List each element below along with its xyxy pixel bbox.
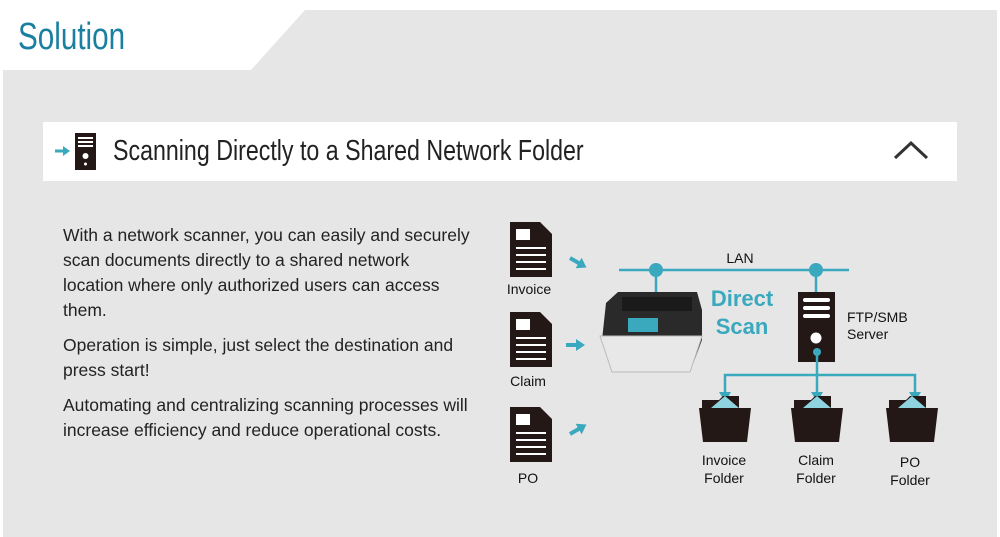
arrow-icon <box>564 337 587 353</box>
title-tab-background <box>250 10 997 71</box>
folder-label: Invoice <box>702 452 747 468</box>
po-document-icon <box>510 407 552 462</box>
folder-label: Folder <box>796 470 836 486</box>
accordion-title: Scanning Directly to a Shared Network Fo… <box>113 135 584 167</box>
scan-to-server-icon <box>55 133 96 170</box>
direct-scan-label: Scan <box>716 314 769 339</box>
invoice-document-icon <box>510 222 552 277</box>
accordion-header[interactable]: Scanning Directly to a Shared Network Fo… <box>43 122 957 181</box>
paragraph: With a network scanner, you can easily a… <box>63 225 470 320</box>
server-icon <box>798 292 835 362</box>
lan-label: LAN <box>726 250 753 266</box>
chevron-up-icon[interactable] <box>893 138 929 162</box>
claim-document-icon <box>510 312 552 367</box>
document-label: Claim <box>510 373 546 389</box>
document-label: PO <box>518 470 538 486</box>
description: With a network scanner, you can easily a… <box>63 223 473 453</box>
arrow-icon <box>565 250 592 275</box>
scanner-icon <box>599 292 703 373</box>
document-label: Invoice <box>507 281 552 297</box>
folder-label: Folder <box>890 472 930 488</box>
claim-folder-icon <box>791 396 843 442</box>
paragraph: Automating and centralizing scanning pro… <box>63 395 468 440</box>
folder-label: PO <box>900 454 920 470</box>
direct-scan-label: Direct <box>711 286 774 311</box>
section-title: Solution <box>18 16 126 58</box>
folder-label: Folder <box>704 470 744 486</box>
po-folder-icon <box>886 396 938 442</box>
arrow-icon <box>565 417 592 442</box>
paragraph: Operation is simple, just select the des… <box>63 335 454 380</box>
server-label: FTP/SMB <box>847 309 908 325</box>
invoice-folder-icon <box>699 396 751 442</box>
server-label: Server <box>847 326 889 342</box>
folder-label: Claim <box>798 452 834 468</box>
